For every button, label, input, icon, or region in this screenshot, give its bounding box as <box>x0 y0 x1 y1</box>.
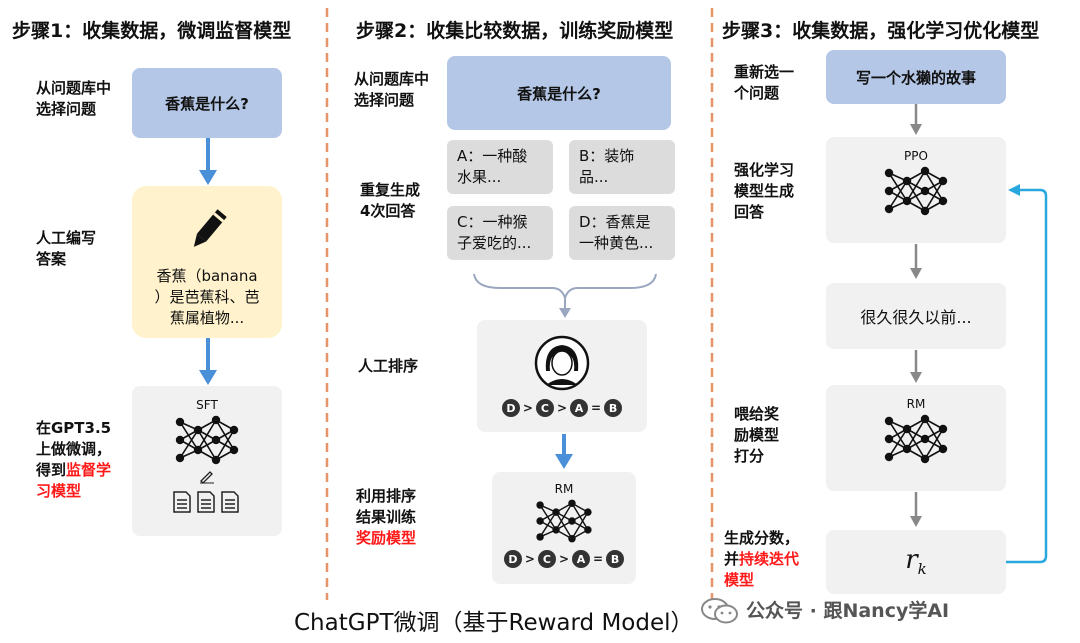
option-d: D：香蕉是 一种黄色... <box>569 206 675 260</box>
step2-question-text: 香蕉是什么? <box>517 84 601 103</box>
rank-operator: > <box>524 552 535 566</box>
sft-model-highlight: 监督学 习模型 <box>36 461 112 500</box>
step1-question-box: 香蕉是什么? <box>132 68 282 138</box>
step3-story-box: 很久很久以前... <box>826 283 1006 349</box>
step3-arrow-1 <box>910 104 922 135</box>
step2-header: 步骤2：收集比较数据，训练奖励模型 <box>356 20 674 42</box>
step3-reward-box: rk <box>826 530 1006 594</box>
step1-answer-text: 香蕉（banana ）是芭蕉科、芭 蕉属植物... <box>154 267 260 327</box>
step1-header: 步骤1：收集数据，微调监督模型 <box>12 20 292 42</box>
rank-operator: = <box>591 401 602 415</box>
step3-question-text: 写一个水獭的故事 <box>855 68 976 87</box>
option-b: B：装饰 品... <box>569 140 675 194</box>
step3-header: 步骤3：收集数据，强化学习优化模型 <box>722 20 1040 42</box>
rm3-label: RM <box>906 397 926 411</box>
neural-network-icon <box>175 415 239 465</box>
footer-caption: ChatGPT微调（基于Reward Model） <box>294 610 694 636</box>
step1-arrow-2 <box>199 338 217 385</box>
step1-label-finetune: 在GPT3.5 上做微调， 得到监督学 习模型 <box>36 419 112 500</box>
reward-model-highlight: 奖励模型 <box>356 529 417 547</box>
step3-arrow-4 <box>910 492 922 527</box>
rank-letter: A <box>572 550 591 568</box>
rank-operator: > <box>556 401 568 415</box>
step3-ppo-box: PPO <box>826 137 1006 243</box>
step2-label-generate: 重复生成 4次回答 <box>360 181 421 220</box>
person-avatar-icon <box>534 335 590 391</box>
step1-arrow-1 <box>199 138 217 185</box>
rank-letter: C <box>537 550 556 568</box>
neural-network-icon <box>536 499 592 543</box>
step2-rm-box: RM D>C>A=B <box>492 472 636 584</box>
step1-sft-box: SFT <box>132 386 282 536</box>
step1-question-text: 香蕉是什么? <box>165 94 249 113</box>
ranking-row-1: D>C>A=B <box>501 399 623 417</box>
story-text: 很久很久以前... <box>860 308 972 327</box>
step3-arrow-3 <box>910 350 922 383</box>
reward-symbol: rk <box>905 545 927 579</box>
ppo-label: PPO <box>904 149 928 163</box>
rank-letter: C <box>535 399 554 417</box>
rank-operator: = <box>593 552 604 566</box>
rank-letter: B <box>604 399 623 417</box>
step2-label-train: 利用排序 结果训练奖励模型 <box>356 487 417 547</box>
step3-label-select: 重新选一 个问题 <box>734 63 795 102</box>
rank-letter: B <box>606 550 625 568</box>
step1-label-select: 从问题库中 选择问题 <box>36 79 112 118</box>
option-c: C：一种猴 子爱吃的... <box>447 206 553 260</box>
rank-letter: D <box>501 399 520 417</box>
step2-label-rank: 人工排序 <box>358 357 419 375</box>
edit-small-icon <box>200 471 214 484</box>
neural-network-icon <box>884 414 948 464</box>
step2-question-box: 香蕉是什么? <box>447 56 671 130</box>
rank-letter: A <box>570 399 589 417</box>
sft-label: SFT <box>196 398 218 412</box>
rank-letter: D <box>503 550 522 568</box>
pencil-icon <box>193 209 227 247</box>
step1-answer-box: 香蕉（banana ）是芭蕉科、芭 蕉属植物... <box>132 186 282 338</box>
feedback-loop-arrow <box>1006 184 1048 564</box>
option-a: A：一种酸 水果... <box>447 140 553 194</box>
rank-operator: > <box>522 401 533 415</box>
step2-arrow <box>555 434 573 469</box>
step3-label-iterate: 生成分数， 并持续迭代 模型 <box>724 529 800 589</box>
wechat-icon <box>701 598 738 624</box>
step3-label-score: 喂给奖 励模型 打分 <box>734 405 780 465</box>
ranking-row-2: D>C>A=B <box>503 550 625 568</box>
step3-question-box: 写一个水獭的故事 <box>826 50 1006 104</box>
documents-icon <box>173 491 239 513</box>
step3-arrow-2 <box>910 244 922 279</box>
step3-rm-box: RM <box>826 385 1006 491</box>
step1-label-write: 人工编写 答案 <box>36 229 97 268</box>
step2-label-select: 从问题库中 选择问题 <box>354 70 430 109</box>
neural-network-icon <box>884 166 948 216</box>
rm-label: RM <box>554 482 574 496</box>
step3-label-generate: 强化学习 模型生成 回答 <box>734 161 795 221</box>
rank-operator: > <box>558 552 570 566</box>
brace-connector <box>473 273 657 318</box>
step2-rank-box: D>C>A=B <box>477 320 647 432</box>
watermark-text: 公众号 · 跟Nancy学AI <box>746 600 950 622</box>
iterate-highlight: 持续迭代 模型 <box>724 550 800 589</box>
